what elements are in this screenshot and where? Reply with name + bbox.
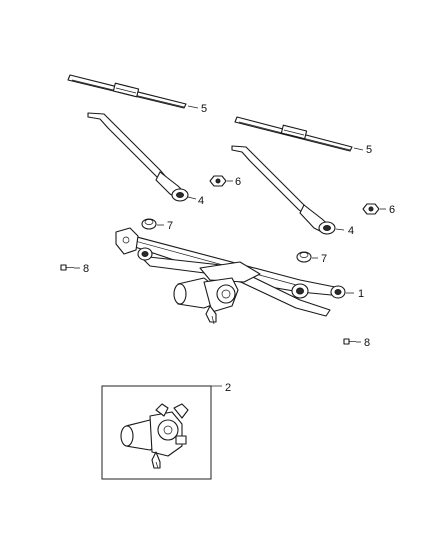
wiper-motor[interactable] (120, 403, 189, 469)
leader-5-right (353, 147, 364, 151)
callout-7-right: 7 (321, 253, 327, 265)
wiper-blade-right[interactable] (234, 116, 353, 152)
callout-4-right: 4 (348, 225, 354, 237)
bolt-right[interactable] (343, 338, 356, 345)
motor-inset-frame (101, 385, 212, 480)
nut-right[interactable] (362, 203, 380, 215)
callout-1: 1 (358, 288, 364, 300)
leader-4-right (335, 228, 345, 231)
callout-5-right: 5 (366, 144, 372, 156)
wiper-arm-left[interactable] (87, 112, 189, 202)
leader-4-left (187, 196, 197, 200)
wiper-arm-right[interactable] (231, 145, 336, 235)
callout-2: 2 (225, 382, 231, 394)
nut-left[interactable] (209, 175, 227, 187)
leader-5-left (187, 105, 199, 109)
callout-7-left: 7 (167, 220, 173, 232)
cap-left[interactable] (141, 218, 157, 230)
cap-right[interactable] (296, 251, 312, 263)
wiper-blade-left[interactable] (67, 74, 187, 109)
callout-8-right: 8 (364, 337, 370, 349)
callout-8-left: 8 (83, 263, 89, 275)
callout-4-left: 4 (198, 195, 204, 207)
bolt-left[interactable] (60, 264, 74, 271)
callout-5-left: 5 (201, 103, 207, 115)
callout-6-right: 6 (389, 204, 395, 216)
callout-6-left: 6 (235, 176, 241, 188)
wiper-linkage-assembly[interactable] (115, 227, 346, 325)
